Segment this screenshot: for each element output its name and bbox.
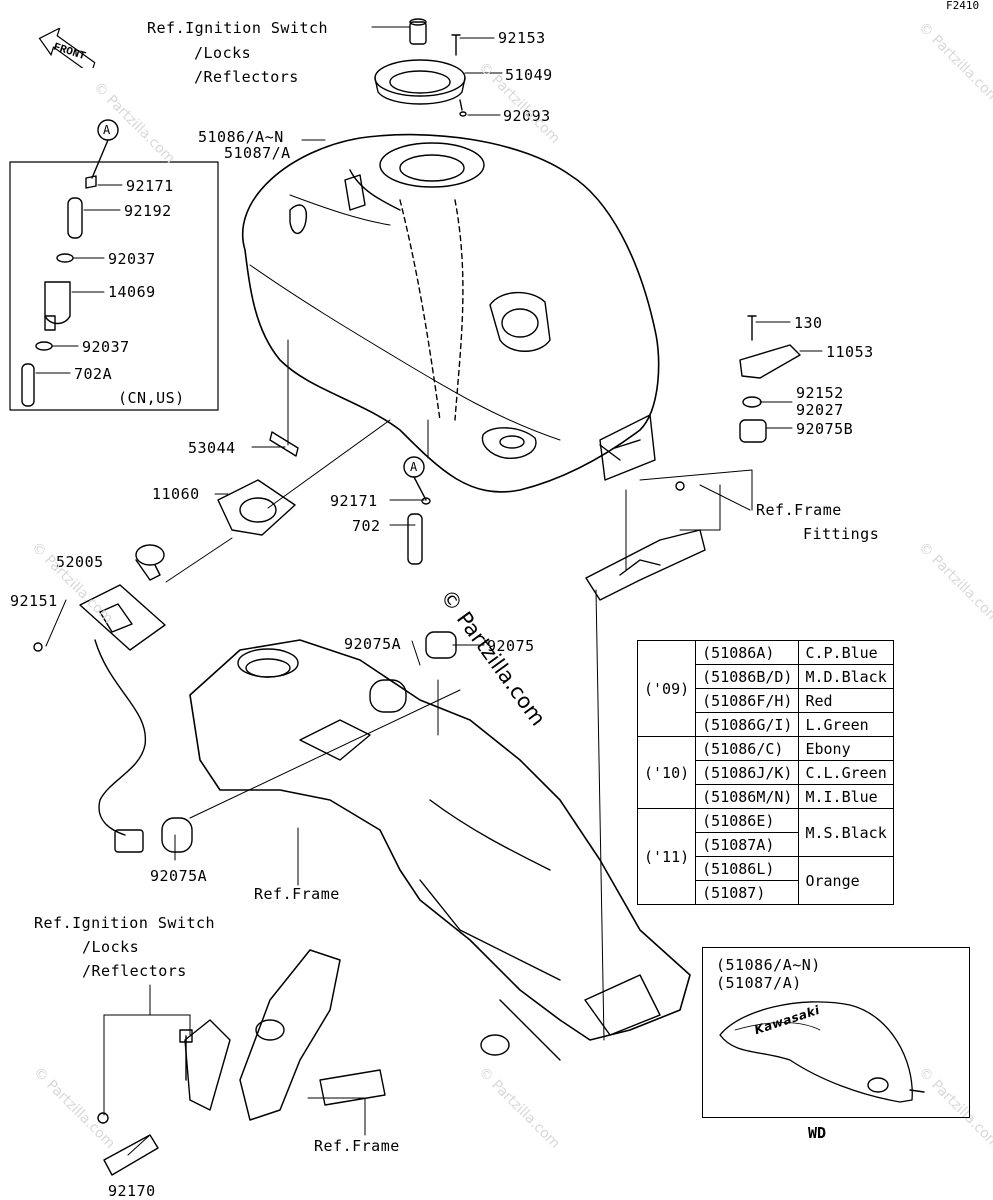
color-cell: C.P.Blue xyxy=(798,640,894,665)
callout-ref-frame-bottom: Ref.Frame xyxy=(314,1137,400,1155)
color-cell: Ebony xyxy=(798,736,894,761)
part-cell: (51086F/H) xyxy=(695,688,800,713)
part-52005: 52005 xyxy=(56,553,104,571)
ref-a-mid: A xyxy=(410,460,418,474)
frame-drawing xyxy=(161,315,801,1061)
ref-a-top: A xyxy=(103,123,111,137)
callout-ref-ignition-top: Ref.Ignition Switch xyxy=(147,19,329,37)
figure-code: F2410 xyxy=(946,0,980,12)
year-09: ('09) xyxy=(636,640,697,737)
callout-locks-top: /Locks xyxy=(194,44,252,62)
part-cell: (51086M/N) xyxy=(695,784,800,809)
part-92075b: 92075B xyxy=(796,420,854,438)
part-11053: 11053 xyxy=(826,343,874,361)
region-cn-us: (CN,US) xyxy=(118,389,185,407)
callout-fittings: Fittings xyxy=(803,525,880,543)
wd-parts-1: (51086/A~N) xyxy=(716,956,821,974)
table-row: (51086L) Orange xyxy=(638,856,894,905)
color-cell: Orange xyxy=(798,856,894,905)
callout-ref-ignition-bottom: Ref.Ignition Switch xyxy=(34,914,216,932)
color-cell: M.D.Black xyxy=(798,664,894,689)
callout-ref-frame-fittings: Ref.Frame xyxy=(756,501,842,519)
table-row: (51087) xyxy=(638,880,894,905)
year-11: ('11) xyxy=(636,808,697,905)
part-cell: (51086A) xyxy=(695,640,800,665)
part-cell: (51087) xyxy=(695,880,800,905)
part-130: 130 xyxy=(794,314,823,332)
part-92171-a: 92171 xyxy=(126,177,174,195)
fuel-pump-drawing xyxy=(33,544,166,853)
table-row: (51087A) xyxy=(638,832,894,857)
fuel-tank-drawing xyxy=(242,133,660,493)
front-arrow-icon: FRONT xyxy=(38,28,96,68)
callout-locks-bottom: /Locks xyxy=(82,938,140,956)
part-92170: 92170 xyxy=(108,1182,156,1200)
part-cell: (51086J/K) xyxy=(695,760,800,785)
color-cell: M.I.Blue xyxy=(798,784,894,809)
wd-parts-2: (51087/A) xyxy=(716,974,802,992)
part-92151: 92151 xyxy=(10,592,58,610)
part-92075: 92075 xyxy=(487,637,535,655)
year-10: ('10) xyxy=(636,736,697,809)
callout-reflectors-top: /Reflectors xyxy=(194,68,299,86)
color-cell: Red xyxy=(798,688,894,713)
filler-cap-drawing xyxy=(374,18,467,117)
wd-tank-drawing xyxy=(719,1001,925,1103)
part-92027: 92027 xyxy=(796,401,844,419)
part-92037-a: 92037 xyxy=(108,250,156,268)
part-cell: (51087A) xyxy=(695,832,800,857)
part-92037-b: 92037 xyxy=(82,338,130,356)
part-53044: 53044 xyxy=(188,439,236,457)
part-51049: 51049 xyxy=(505,66,553,84)
table-row: (51086B/D) M.D.Black xyxy=(638,664,894,689)
part-11060: 11060 xyxy=(152,485,200,503)
part-92075a-bottom: 92075A xyxy=(150,867,208,885)
callout-reflectors-bottom: /Reflectors xyxy=(82,962,187,980)
color-table: ('09) (51086A) C.P.Blue (51086B/D) M.D.B… xyxy=(636,640,894,905)
part-cell: (51086G/I) xyxy=(695,712,800,737)
lower-mount-drawing xyxy=(97,949,386,1176)
leader-lines xyxy=(35,26,823,1156)
part-51087: 51087/A xyxy=(224,144,291,162)
wd-inset xyxy=(702,947,970,1118)
table-row: (51086F/H) Red xyxy=(638,688,894,713)
color-cell: L.Green xyxy=(798,712,894,737)
table-row: (51086M/N) M.I.Blue xyxy=(638,784,894,809)
table-row: ('11) (51086E) M.S.Black xyxy=(636,808,894,905)
part-92192: 92192 xyxy=(124,202,172,220)
part-51086: 51086/A~N xyxy=(198,128,284,146)
color-cell: C.L.Green xyxy=(798,760,894,785)
part-92171-b: 92171 xyxy=(330,492,378,510)
part-92075a-top: 92075A xyxy=(344,635,402,653)
table-row: (51086G/I) L.Green xyxy=(638,712,894,737)
part-cell: (51086L) xyxy=(695,856,800,881)
table-row: ('10) (51086/C) Ebony xyxy=(636,736,894,809)
part-702: 702 xyxy=(352,517,381,535)
part-92093: 92093 xyxy=(503,107,551,125)
callout-ref-frame-mid: Ref.Frame xyxy=(254,885,340,903)
wd-label: WD xyxy=(808,1124,827,1142)
part-cell: (51086B/D) xyxy=(695,664,800,689)
part-702a: 702A xyxy=(74,365,113,383)
table-row: ('09) (51086A) C.P.Blue xyxy=(636,640,894,737)
part-92152: 92152 xyxy=(796,384,844,402)
fuel-filter-inset xyxy=(9,119,219,411)
color-cell: M.S.Black xyxy=(798,808,894,857)
part-92153: 92153 xyxy=(498,29,546,47)
part-cell: (51086E) xyxy=(695,808,800,833)
part-cell: (51086/C) xyxy=(695,736,800,761)
part-14069: 14069 xyxy=(108,283,156,301)
